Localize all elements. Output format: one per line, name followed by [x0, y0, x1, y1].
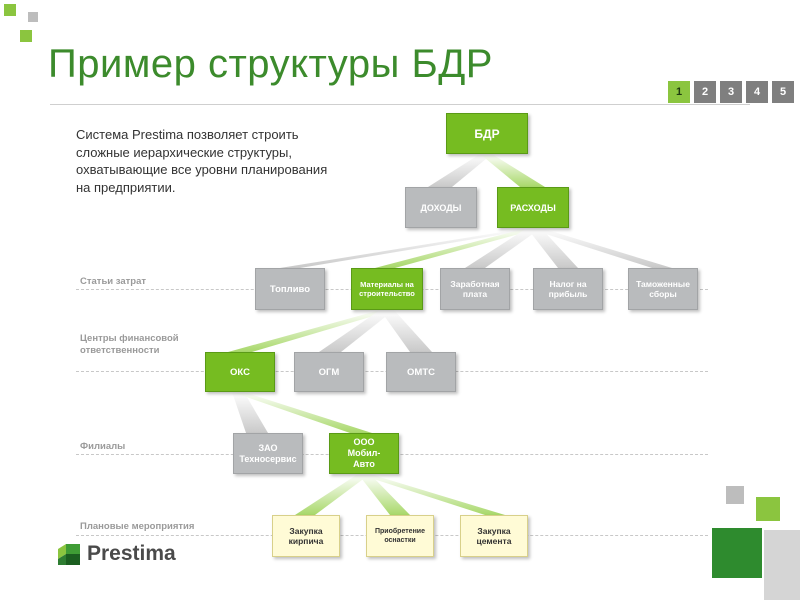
node-materials[interactable]: Материалы на строительство [351, 268, 423, 310]
link-expenses-customs [527, 228, 672, 268]
decor-square [20, 30, 32, 42]
link-materials-omts [380, 310, 432, 352]
page-title: Пример структуры БДР [48, 42, 493, 86]
link-ooo-equipment [358, 474, 410, 515]
link-ooo-bricks [295, 474, 370, 515]
node-bricks-purchase[interactable]: Закупка кирпича [272, 515, 340, 557]
link-bdr-income [428, 154, 492, 187]
decor-square [756, 497, 780, 521]
pager-item-5[interactable]: 5 [772, 81, 794, 103]
link-materials-ogm [319, 310, 394, 352]
slide-pager: 1 2 3 4 5 [668, 81, 794, 103]
decor-square [726, 486, 744, 504]
level-label-responsibility-centers: Центры финансовой ответственности [80, 333, 179, 356]
node-oks[interactable]: ОКС [205, 352, 275, 392]
decor-square [764, 530, 800, 600]
node-fuel[interactable]: Топливо [255, 268, 325, 310]
node-profit-tax[interactable]: Налог на прибыль [533, 268, 603, 310]
intro-text: Система Prestima позволяет строить сложн… [76, 127, 328, 195]
level-label-cost-items: Статьи затрат [80, 276, 147, 287]
link-expenses-salary [465, 228, 541, 268]
prestima-logo-icon [58, 544, 80, 565]
node-customs[interactable]: Таможенные сборы [628, 268, 698, 310]
decor-square [28, 12, 38, 22]
link-expenses-tax [527, 228, 578, 268]
prestima-logo: Prestima [56, 541, 176, 567]
node-income[interactable]: ДОХОДЫ [405, 187, 477, 228]
link-expenses-materials [375, 228, 541, 268]
decor-square [712, 528, 762, 578]
link-expenses-fuel [280, 228, 541, 268]
link-materials-oks [228, 310, 394, 352]
node-ogm[interactable]: ОГМ [294, 352, 364, 392]
node-salary[interactable]: Заработная плата [440, 268, 510, 310]
pager-item-2[interactable]: 2 [694, 81, 716, 103]
node-omts[interactable]: ОМТС [386, 352, 456, 392]
link-oks-zao [232, 392, 268, 433]
node-equipment-purchase[interactable]: Приобретение оснастки [366, 515, 434, 557]
node-ooo-mobil-auto[interactable]: ООО Мобил-Авто [329, 433, 399, 474]
node-bdr[interactable]: БДР [446, 113, 528, 154]
node-cement-purchase[interactable]: Закупка цемента [460, 515, 528, 557]
title-divider [50, 104, 750, 105]
node-expenses[interactable]: РАСХОДЫ [497, 187, 569, 228]
pager-item-4[interactable]: 4 [746, 81, 768, 103]
pager-item-1[interactable]: 1 [668, 81, 690, 103]
link-bdr-expenses [480, 154, 545, 187]
level-label-planned-activities: Плановые мероприятия [80, 521, 195, 532]
node-zao-technoservice[interactable]: ЗАО Техносервис [233, 433, 303, 474]
logo-text: Prestima [87, 542, 176, 565]
link-oks-ooo [232, 392, 372, 433]
pager-item-3[interactable]: 3 [720, 81, 742, 103]
level-label-branches: Филиалы [80, 441, 126, 452]
link-ooo-cement [358, 474, 505, 515]
decor-square [4, 4, 16, 16]
